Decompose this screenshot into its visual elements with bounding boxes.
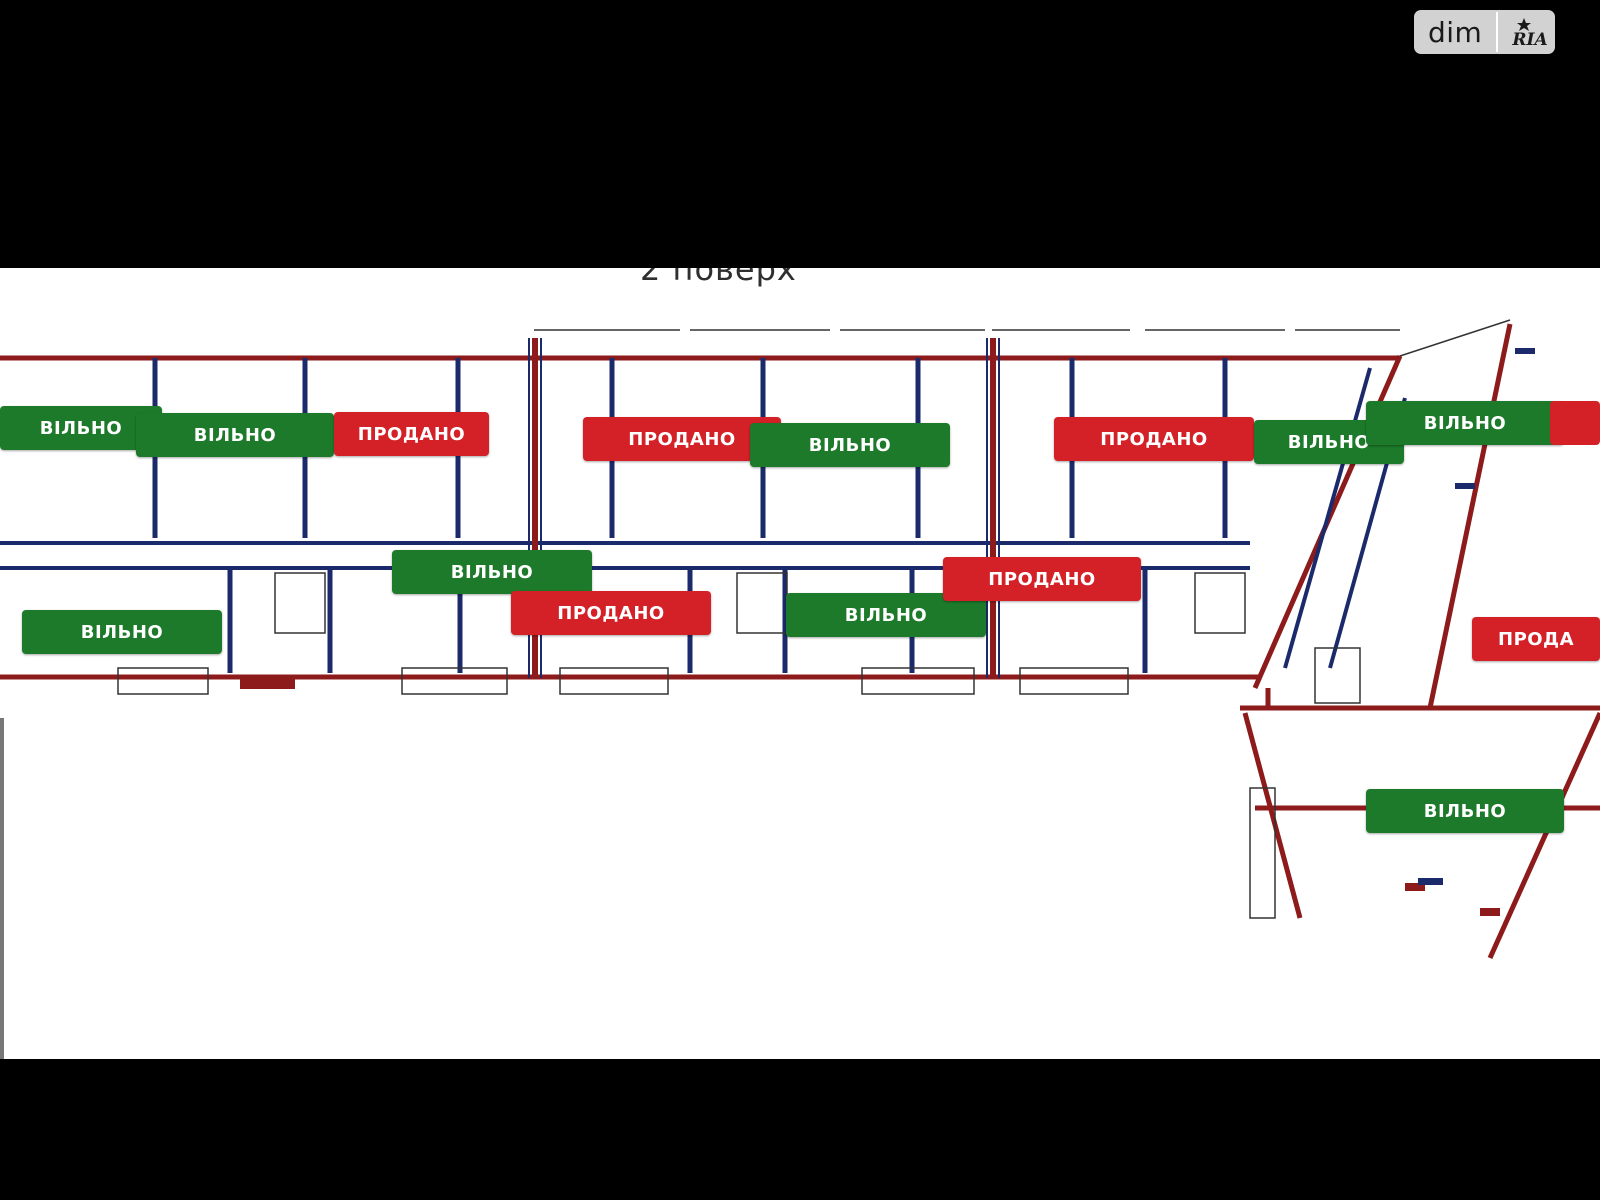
apartment-status-tag[interactable]: ПРОДАНО bbox=[511, 591, 711, 635]
apartment-status-tag[interactable]: ВІЛЬНО bbox=[136, 413, 334, 457]
dim-ria-watermark: dim RIA bbox=[1414, 10, 1555, 54]
apartment-status-tag[interactable]: ВІЛЬНО bbox=[0, 406, 162, 450]
watermark-brand-text: dim bbox=[1428, 15, 1483, 49]
floor-plan-drawing bbox=[0, 319, 1600, 1059]
watermark-divider bbox=[1496, 12, 1499, 52]
apartment-status-tag[interactable]: ПРОДАНО bbox=[1054, 417, 1254, 461]
floor-title: 2 поверх bbox=[640, 268, 797, 288]
apartment-status-tag[interactable]: ВІЛЬНО bbox=[1366, 789, 1564, 833]
apartment-status-tag[interactable]: ПРОДАНО bbox=[943, 557, 1141, 601]
svg-text:RIA: RIA bbox=[1512, 30, 1548, 49]
apartment-status-tag[interactable]: ВІЛЬНО bbox=[22, 610, 222, 654]
apartment-status-tag-edge[interactable] bbox=[1550, 401, 1600, 445]
apartment-status-tag[interactable]: ПРОДА bbox=[1472, 617, 1600, 661]
ria-logo-icon: RIA bbox=[1504, 15, 1555, 49]
apartment-status-tag[interactable]: ВІЛЬНО bbox=[750, 423, 950, 467]
apartment-status-tag[interactable]: ПРОДАНО bbox=[583, 417, 781, 461]
apartment-status-tag[interactable]: ВІЛЬНО bbox=[392, 550, 592, 594]
floor-plan: 2 поверх bbox=[0, 268, 1600, 1059]
apartment-status-tag[interactable]: ВІЛЬНО bbox=[1366, 401, 1564, 445]
apartment-status-tag[interactable]: ПРОДАНО bbox=[334, 412, 489, 456]
